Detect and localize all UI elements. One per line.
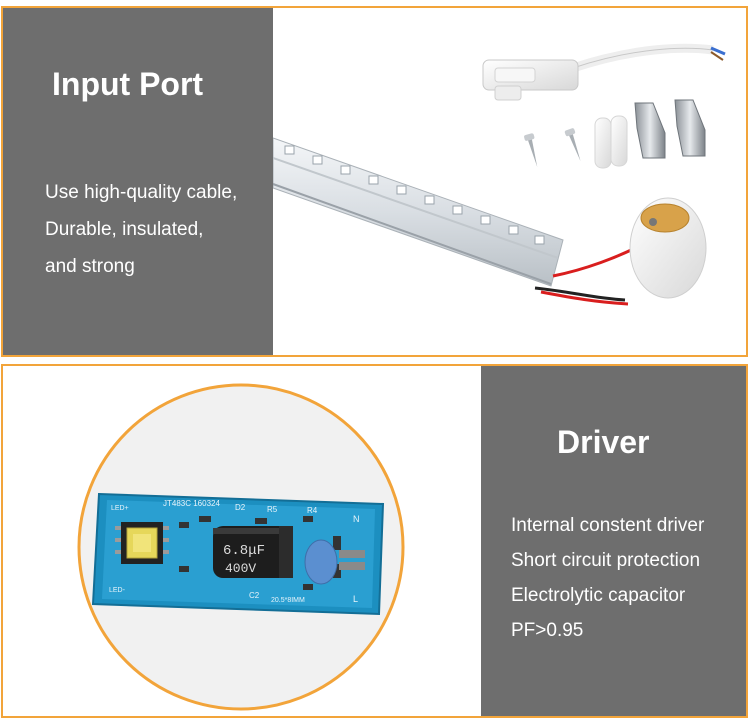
board-label-led-minus: LED- (109, 587, 126, 594)
driver-line-2: Short circuit protection (511, 550, 701, 571)
input-port-line-1: Use high-quality cable, (45, 182, 238, 203)
capacitor-value: 6.8μF (223, 543, 265, 559)
board-label-led-plus: LED+ (111, 505, 129, 512)
driver-panel: JT483C 160324 D2 R5 R4 C2 N L LED+ LED- … (1, 364, 748, 718)
driver-line-4: PF>0.95 (511, 620, 584, 641)
input-port-description: Use high-quality cable, Durable, insulat… (45, 174, 237, 285)
input-port-line-2: Durable, insulated, (45, 219, 204, 240)
board-top-code: JT483C 160324 (163, 499, 220, 508)
varistor (304, 539, 338, 585)
electrolytic-capacitor: 6.8μF 400V (213, 526, 293, 578)
screws (524, 128, 581, 168)
driver-line-1: Internal constent driver (511, 515, 705, 536)
input-port-panel: Input Port Use high-quality cable, Durab… (1, 6, 748, 357)
input-port-title: Input Port (52, 66, 204, 102)
board-label-d2: D2 (235, 503, 246, 512)
board-bottom-code: 20.5*8IMM (271, 597, 305, 604)
board-label-l: L (353, 594, 358, 604)
driver-title: Driver (557, 424, 650, 460)
board-label-c2: C2 (249, 591, 260, 600)
driver-description: Internal constent driver Short circuit p… (511, 508, 704, 648)
end-caps (594, 115, 628, 169)
mounting-clips (634, 99, 706, 159)
input-port-line-3: and strong (45, 256, 135, 277)
board-label-r5: R5 (267, 505, 278, 514)
board-label-r4: R4 (307, 506, 318, 515)
input-port-text-box: Input Port Use high-quality cable, Durab… (3, 8, 273, 355)
pcb-board: JT483C 160324 D2 R5 R4 C2 N L LED+ LED- … (91, 492, 385, 616)
connector-cable (482, 43, 726, 101)
board-label-n: N (353, 514, 360, 524)
capacitor-voltage: 400V (225, 561, 256, 576)
driver-text-box: Driver Internal constent driver Short ci… (481, 366, 746, 716)
driver-line-3: Electrolytic capacitor (511, 585, 686, 606)
led-tube (273, 137, 564, 287)
driver-board-illustration: JT483C 160324 D2 R5 R4 C2 N L LED+ LED- … (77, 383, 405, 711)
led-tube-illustration (273, 43, 726, 306)
tube-end-cap (629, 197, 707, 299)
